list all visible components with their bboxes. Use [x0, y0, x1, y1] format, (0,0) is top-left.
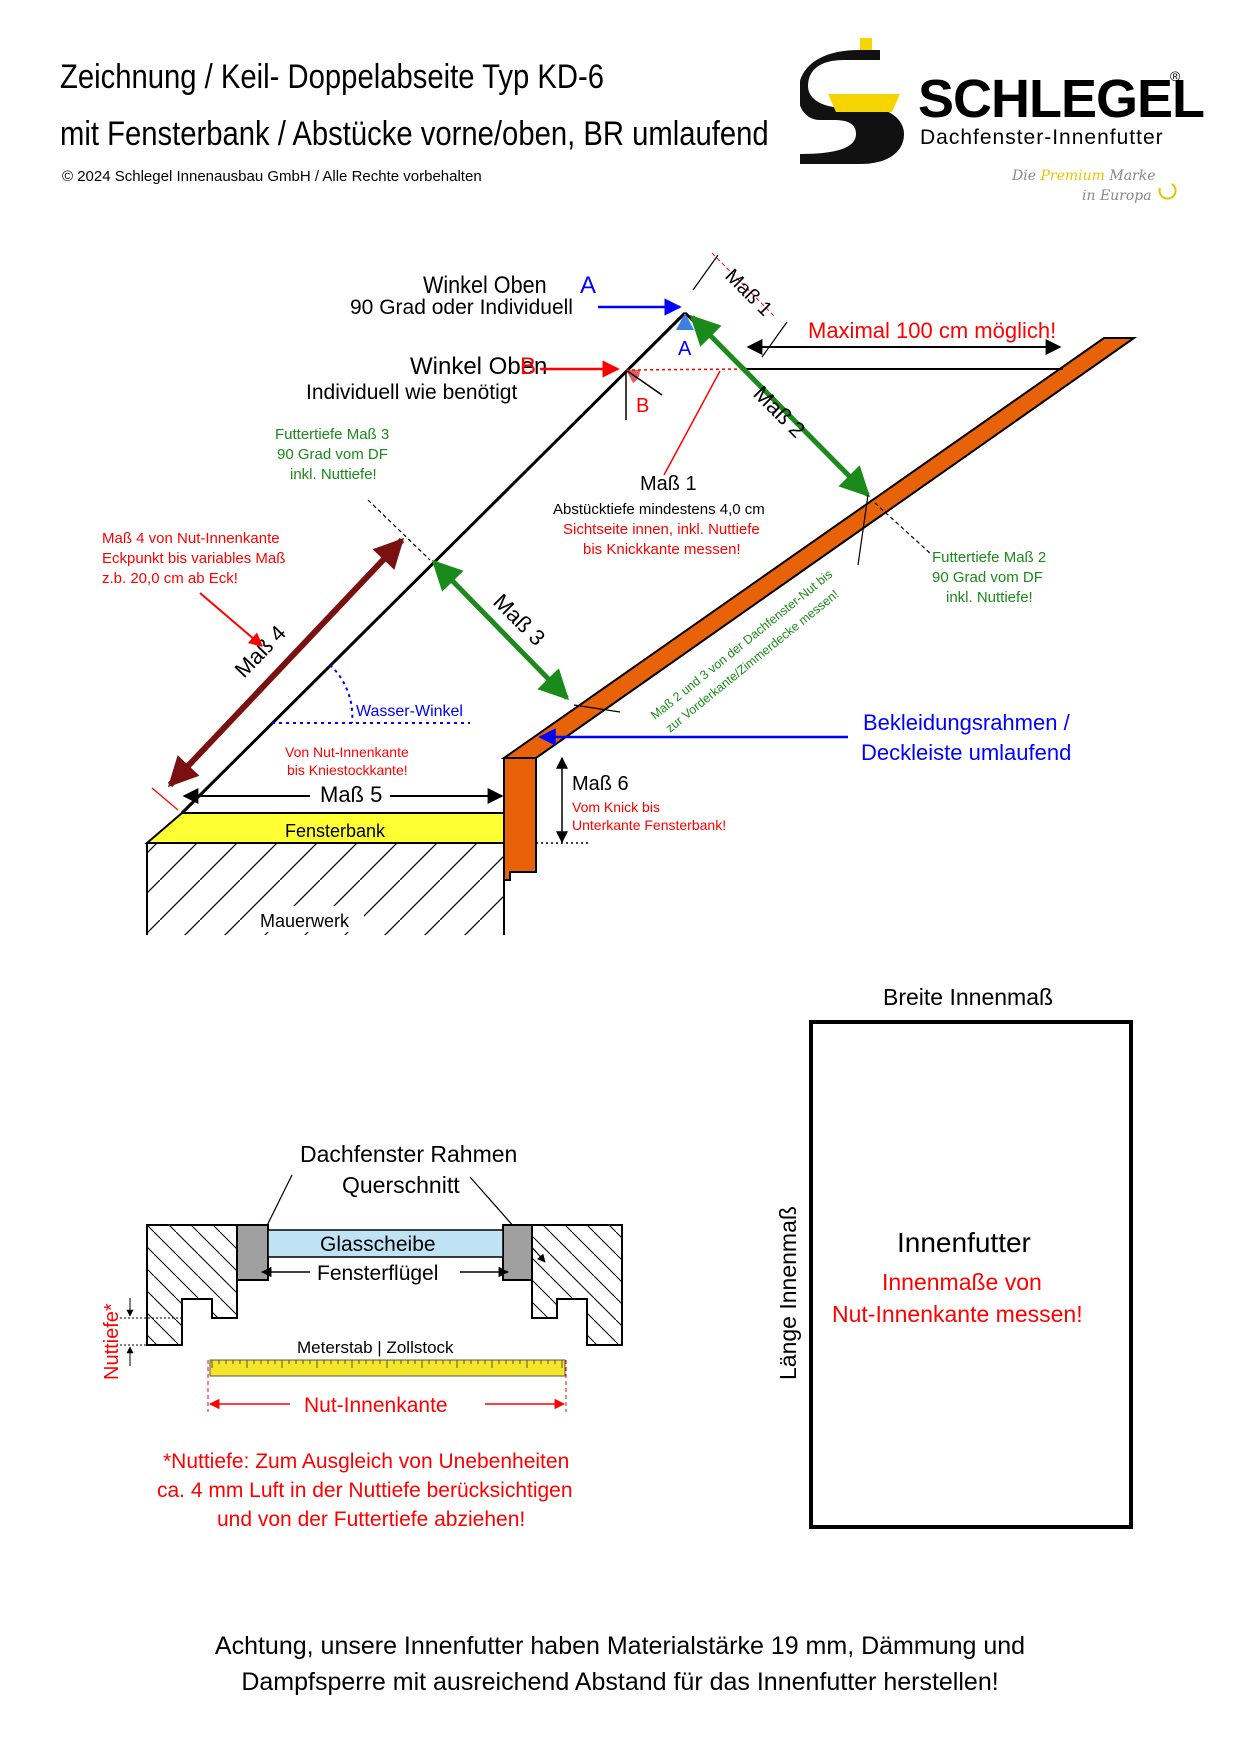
mass4-desc-l1: Maß 4 von Nut-Innenkante: [102, 530, 280, 547]
winkel-a-desc: 90 Grad oder Individuell: [350, 296, 573, 319]
mass4-desc-l2: Eckpunkt bis variables Maß: [102, 550, 285, 567]
mass5-label: Maß 5: [320, 782, 382, 807]
mass1-desc-red2: bis Knickkante messen!: [583, 541, 741, 558]
ruler-ticks: [211, 1360, 563, 1368]
winkel-a-title-letter: A: [580, 272, 596, 299]
nuttiefe-label: Nuttiefe*: [101, 1303, 123, 1380]
registered-mark: ®: [1170, 68, 1181, 84]
frame-left: [146, 1224, 238, 1346]
mass2-label: Maß 2: [748, 381, 810, 443]
tagline: Die Premium Marke: [1012, 168, 1156, 184]
ft3-line1: Futtertiefe Maß 3: [275, 426, 389, 443]
nuttiefe-note-l1: *Nuttiefe: Zum Ausgleich von Unebenheite…: [163, 1450, 569, 1473]
tagline-pre: Die: [1012, 168, 1036, 184]
schlegel-logo-mark-icon: [800, 38, 904, 164]
ruler-label: Meterstab | Zollstock: [297, 1338, 454, 1357]
ft2-line1: Futtertiefe Maß 2: [932, 549, 1046, 566]
ft3-line3: inkl. Nuttiefe!: [290, 466, 377, 483]
winkel-a-title: Winkel Oben: [423, 271, 547, 298]
sash-label: Fensterflügel: [317, 1262, 438, 1285]
breite-innenmass-label: Breite Innenmaß: [883, 984, 1053, 1010]
mass5-note-l2: bis Kniestockkante!: [287, 762, 408, 778]
glass-label: Glasscheibe: [320, 1233, 436, 1256]
frame-right: [531, 1224, 623, 1346]
schlegel-logo: SCHLEGEL ® Dachfenster-Innenfutter Die P…: [800, 38, 1205, 218]
schraeg-futter: [500, 337, 1138, 759]
innenfutter-red-l2: Nut-Innenkante messen!: [832, 1301, 1083, 1327]
ft2-line3: inkl. Nuttiefe!: [946, 589, 1033, 606]
footer-note: Achtung, unsere Innenfutter haben Materi…: [0, 1628, 1240, 1700]
tagline-swirl-icon: [1158, 183, 1177, 200]
mass1-label-top: Maß 1: [720, 265, 776, 321]
mass4-label: Maß 4: [230, 620, 291, 682]
main-diagram: Mauerwerk Fensterbank A B Winkel Oben A …: [102, 252, 1138, 935]
fensterbank-label: Fensterbank: [285, 821, 386, 841]
brand-subtitle: Dachfenster-Innenfutter: [920, 126, 1164, 149]
nuttiefe-note-l3: und von der Futtertiefe abziehen!: [217, 1508, 525, 1531]
wasser-winkel-label: Wasser-Winkel: [356, 703, 463, 720]
cross-section-diagram: Dachfenster Rahmen Querschnitt Glasschei…: [101, 1141, 623, 1531]
mass1-desc: Abstücktiefe mindestens 4,0 cm: [553, 501, 765, 518]
bekleidung-l2: Deckleiste umlaufend: [861, 740, 1071, 765]
winkel-a-marker: [676, 313, 694, 330]
winkel-b-letter: B: [636, 395, 649, 417]
ruler-meterstab: [209, 1359, 566, 1377]
mass6-label: Maß 6: [572, 773, 629, 795]
copyright: © 2024 Schlegel Innenausbau GmbH / Alle …: [62, 168, 482, 185]
mass4-arrow: [167, 537, 405, 788]
innenfutter-red-l1: Innenmaße von: [882, 1269, 1042, 1295]
footer-line-1: Achtung, unsere Innenfutter haben Materi…: [214, 1632, 1026, 1660]
mass4-desc-l3: z.b. 20,0 cm ab Eck!: [102, 570, 238, 587]
winkel-b-title: Winkel Oben: [410, 353, 547, 380]
mass1-desc-red1: Sichtseite innen, inkl. Nuttiefe: [563, 521, 760, 538]
winkel-b-title-letter: B: [520, 353, 536, 380]
mauerwerk-label: Mauerwerk: [260, 911, 350, 931]
maximal-label: Maximal 100 cm möglich!: [808, 318, 1056, 343]
diag-note-l2: zur Vorderkante/Zimmerdecke messen!: [663, 587, 841, 735]
ft3-line2: 90 Grad vom DF: [277, 446, 388, 463]
mass1-desc-title: Maß 1: [640, 473, 697, 495]
xs-title-l2: Querschnitt: [342, 1172, 460, 1198]
brand-name: SCHLEGEL: [918, 69, 1205, 129]
mass6-note-l1: Vom Knick bis: [572, 799, 660, 815]
title-line-1: Zeichnung / Keil- Doppelabseite Typ KD-6: [60, 58, 604, 96]
ft2-line2: 90 Grad vom DF: [932, 569, 1043, 586]
mass2-arrow: [689, 314, 871, 498]
footer-line-2: Dampfsperre mit ausreichend Abstand für …: [241, 1668, 999, 1696]
innenfutter-box-diagram: Breite Innenmaß Länge Innenmaß Innenfutt…: [775, 984, 1133, 1529]
nuttiefe-note-l2: ca. 4 mm Luft in der Nuttiefe berücksich…: [157, 1479, 573, 1502]
tagline-line-2: in Europa: [1082, 188, 1152, 204]
xs-title-l1: Dachfenster Rahmen: [300, 1141, 517, 1167]
bekleidung-l1: Bekleidungsrahmen /: [863, 710, 1071, 735]
title-line-2: mit Fensterbank / Abstücke vorne/oben, B…: [60, 115, 769, 153]
wall: [146, 842, 505, 935]
innenfutter-rectangle: [809, 1020, 1133, 1529]
mass6-note-l2: Unterkante Fensterbank!: [572, 817, 726, 833]
winkel-b-desc: Individuell wie benötigt: [306, 381, 517, 404]
laenge-innenmass-label: Länge Innenmaß: [775, 1206, 801, 1380]
glass-pane: [267, 1229, 504, 1258]
winkel-a-letter: A: [678, 338, 692, 360]
tagline-highlight: Premium: [1040, 168, 1105, 184]
innenfutter-title: Innenfutter: [897, 1227, 1031, 1258]
mass3-arrow: [431, 559, 570, 701]
mass5-note-l1: Von Nut-Innenkante: [285, 744, 409, 760]
mass3-label: Maß 3: [488, 589, 550, 651]
nut-innenkante-label: Nut-Innenkante: [304, 1394, 448, 1417]
tagline-post: Marke: [1109, 168, 1156, 184]
kniestock-futter: [503, 757, 537, 881]
